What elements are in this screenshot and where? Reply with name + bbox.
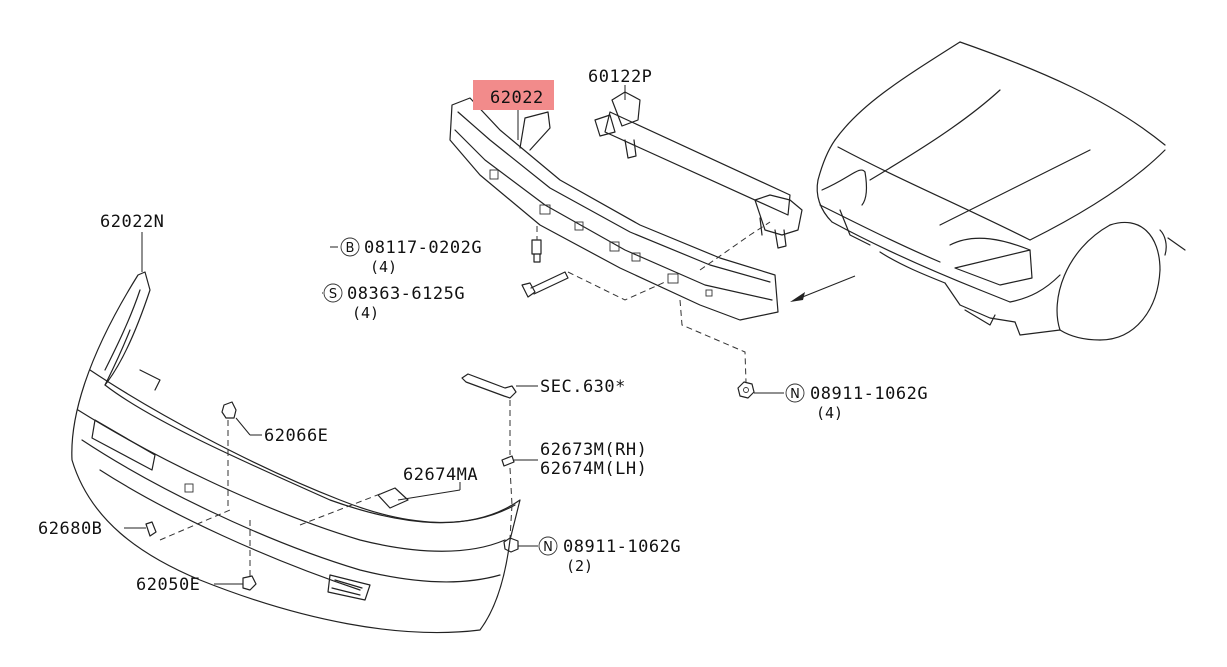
qty-b: (4) (370, 258, 397, 276)
letter-n-upper: N (790, 387, 800, 402)
label-62022[interactable]: 62022 (490, 88, 544, 108)
label-60122p[interactable]: 60122P (588, 67, 652, 87)
bumper-reinforcement (449, 97, 779, 321)
qty-n-upper: (4) (816, 404, 843, 422)
bracket-62673m-part (501, 455, 515, 467)
label-08911-1062g-lower: 08911-1062G (563, 537, 681, 557)
nut-n-lower-part (503, 537, 519, 553)
bumper-fascia (71, 271, 521, 634)
callout-b[interactable]: B 08117-0202G (4) (340, 237, 482, 276)
clip-62680b-part (145, 521, 157, 537)
label-62673m[interactable]: 62673M(RH) (540, 440, 647, 460)
energy-absorber-bar (594, 91, 803, 249)
label-62066e[interactable]: 62066E (264, 426, 328, 446)
label-62674m[interactable]: 62674M(LH) (540, 459, 647, 479)
letter-s: S (329, 287, 337, 302)
label-62050e[interactable]: 62050E (136, 575, 200, 595)
circle-s-icon (323, 283, 343, 303)
assembly-dash-lines (159, 221, 771, 576)
label-62022n[interactable]: 62022N (100, 212, 164, 232)
label-62674ma[interactable]: 62674MA (403, 465, 478, 485)
sec630-rod-part (461, 373, 517, 399)
clip-62066e-part (221, 401, 237, 419)
label-08363-6125g: 08363-6125G (347, 284, 465, 304)
leader-lines (124, 85, 784, 585)
pad-62674ma-part (377, 487, 409, 509)
highlight-62022 (473, 80, 554, 110)
circle-b-icon (340, 237, 360, 257)
direction-arrow (790, 275, 856, 302)
label-62680b[interactable]: 62680B (38, 519, 102, 539)
screw-62050e-part (242, 575, 257, 591)
letter-n-lower: N (543, 540, 553, 555)
circle-n-lower-icon (538, 536, 558, 556)
label-08911-1062g-upper: 08911-1062G (810, 384, 928, 404)
bolt-b-part (531, 239, 542, 263)
nut-n-upper-part (737, 381, 755, 399)
qty-n-lower: (2) (566, 557, 593, 575)
callout-s[interactable]: S 08363-6125G (4) (323, 283, 465, 322)
label-08117-0202g: 08117-0202G (364, 238, 482, 258)
callout-n-upper[interactable]: N 08911-1062G (4) (785, 383, 928, 422)
bolt-s-part (521, 271, 569, 298)
circle-n-upper-icon (785, 383, 805, 403)
label-sec630[interactable]: SEC.630* (540, 377, 626, 397)
callout-n-lower[interactable]: N 08911-1062G (2) (538, 536, 681, 575)
qty-s: (4) (352, 304, 379, 322)
car-front-illustration (816, 41, 1186, 341)
letter-b: B (346, 241, 355, 256)
